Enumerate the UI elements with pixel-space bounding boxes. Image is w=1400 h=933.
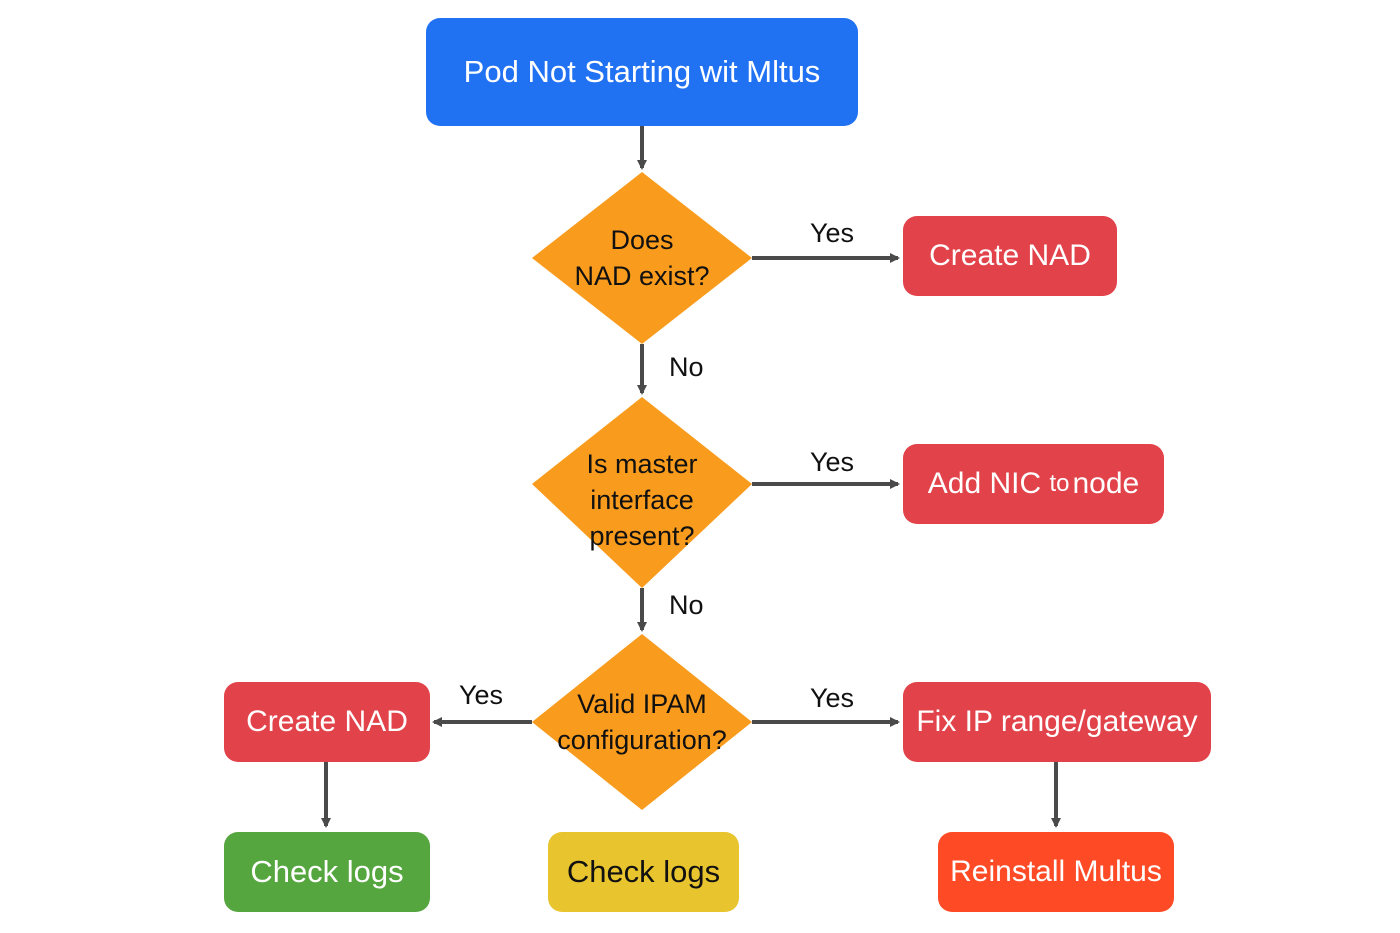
edge-label-ipam-yes-left: Yes <box>459 680 504 710</box>
add-nic-label-part-3: node <box>1072 467 1140 500</box>
decision-nad-exists-line-2: NAD exist? <box>574 261 710 291</box>
add-nic-label-part-1: Add NIC <box>927 467 1050 500</box>
create-nad-top-node: Create NAD <box>903 216 1117 296</box>
check-logs-green-node: Check logs <box>224 832 430 912</box>
reinstall-multus-label: Reinstall Multus <box>950 855 1162 888</box>
decision-master-interface-line-1: Is master <box>586 449 698 479</box>
edge-label-master-no: No <box>669 590 704 620</box>
check-logs-green-label: Check logs <box>250 854 404 889</box>
edge-label-master-yes: Yes <box>810 447 855 477</box>
fix-ip-label: Fix IP range/gateway <box>916 705 1198 738</box>
decision-master-interface-line-2: interface <box>590 485 694 515</box>
create-nad-top-label: Create NAD <box>929 239 1091 272</box>
decision-nad-exists-line-1: Does <box>610 225 674 255</box>
decision-nad-exists-shape <box>532 172 752 344</box>
start-node: Pod Not Starting wit Mltus <box>426 18 858 126</box>
decision-ipam-shape <box>532 634 752 810</box>
edge-label-nad-no: No <box>669 352 704 382</box>
create-nad-left-label: Create NAD <box>246 705 408 738</box>
decision-master-interface-shape <box>532 397 752 588</box>
fix-ip-node: Fix IP range/gateway <box>903 682 1211 762</box>
add-nic-label-part-2: to <box>1049 470 1070 497</box>
edge-label-nad-yes: Yes <box>810 218 855 248</box>
start-node-label: Pod Not Starting wit Mltus <box>463 54 821 89</box>
edge-label-ipam-yes-right: Yes <box>810 683 855 713</box>
decision-ipam: Valid IPAM configuration? <box>532 686 752 758</box>
decision-master-interface: Is master interface present? <box>552 446 732 554</box>
decision-ipam-line-1: Valid IPAM <box>577 689 707 719</box>
check-logs-yellow-label: Check logs <box>566 854 721 889</box>
decision-ipam-line-2: configuration? <box>557 725 727 755</box>
decision-master-interface-line-3: present? <box>589 521 695 551</box>
reinstall-multus-node: Reinstall Multus <box>938 832 1174 912</box>
check-logs-yellow-node: Check logs <box>548 832 739 912</box>
decision-nad-exists: Does NAD exist? <box>552 222 732 294</box>
create-nad-left-node: Create NAD <box>224 682 430 762</box>
